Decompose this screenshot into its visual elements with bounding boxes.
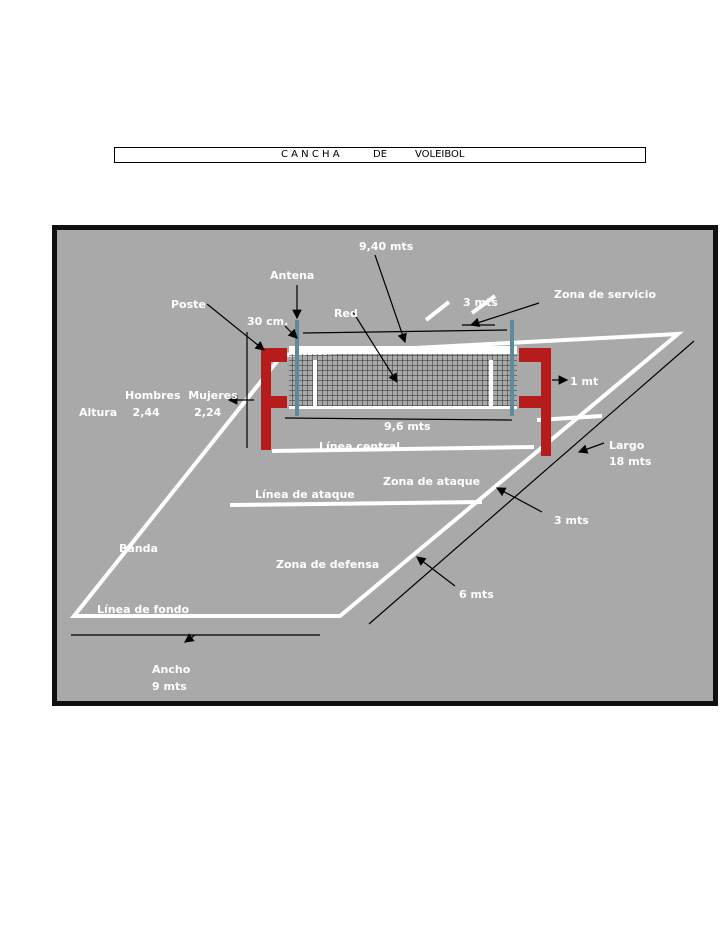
post-left-bottom-bracket [261, 396, 287, 408]
label-red: Red [334, 307, 358, 320]
label-30-cm: 30 cm. [247, 315, 288, 328]
label-antena: Antena [270, 269, 314, 282]
volleyball-court-diagram: 9,40 mts Antena Zona de servicio Poste 3… [52, 225, 718, 706]
antenna-right [510, 320, 514, 416]
net-side-band-left [313, 360, 317, 408]
title-word-de: DE [373, 149, 388, 160]
label-zona-ataque: Zona de ataque [383, 475, 480, 488]
label-3-mts: 3 mts [554, 514, 589, 527]
label-9-40-mts: 9,40 mts [359, 240, 414, 253]
label-largo: Largo [609, 439, 645, 452]
antenna-left [295, 320, 299, 416]
arrow-6mts [416, 556, 456, 587]
label-1-mt: 1 mt [570, 375, 598, 388]
post-right-top-bracket [519, 348, 549, 362]
title-word-voleibol: VOLEIBOL [415, 149, 465, 160]
label-18-mts: 18 mts [609, 455, 652, 468]
arrow-largo [577, 442, 605, 454]
attack-line [229, 500, 483, 507]
arrow-poste [206, 303, 265, 351]
arrow-3mts [495, 487, 543, 513]
label-3-mts-top: 3 mts [463, 296, 498, 309]
label-zona-servicio: Zona de servicio [554, 288, 656, 301]
page-title-box: C A N C H A DE VOLEIBOL [114, 147, 646, 163]
net-side-band-right [489, 360, 493, 408]
label-altura: Altura 2,44 2,24 [79, 406, 222, 419]
court-background [57, 230, 713, 701]
center-line [271, 445, 535, 453]
arrow-zona-servicio [469, 302, 540, 327]
service-zone-mark-left [424, 300, 451, 322]
title-word-cancha: C A N C H A [281, 149, 340, 160]
length-dimension-line [368, 340, 695, 625]
label-banda: Banda [119, 542, 158, 555]
post-right-bottom-bracket [519, 396, 549, 408]
label-6-mts: 6 mts [459, 588, 494, 601]
label-hombres-mujeres: Hombres Mujeres [125, 389, 238, 402]
court-boundary [69, 331, 684, 618]
arrow-940 [374, 254, 407, 344]
arrow-ancho [184, 633, 196, 643]
label-poste: Poste [171, 298, 206, 311]
label-linea-fondo: Línea de fondo [97, 603, 190, 616]
service-zone-mark-right [470, 294, 497, 315]
label-linea-ataque: Línea de ataque [255, 488, 355, 501]
arrow-30cm [284, 325, 298, 339]
net-top-band [289, 346, 517, 354]
posts [261, 348, 551, 456]
net-length-dimension-line [284, 417, 513, 421]
net [289, 346, 517, 409]
net-mesh [289, 348, 517, 408]
arrow-red [352, 311, 398, 384]
label-9-mts: 9 mts [152, 680, 187, 693]
label-linea-central: Línea central [319, 440, 400, 453]
post-left-top-bracket [261, 348, 287, 362]
top-net-dimension [302, 329, 508, 334]
net-bottom-band [289, 406, 517, 409]
label-9-6-mts: 9,6 mts [384, 420, 431, 433]
antennas [295, 320, 514, 416]
pointer-arrows [184, 254, 605, 643]
label-ancho: Ancho [152, 663, 191, 676]
court-svg: 9,40 mts Antena Zona de servicio Poste 3… [57, 230, 713, 701]
label-zona-defensa: Zona de defensa [276, 558, 379, 571]
